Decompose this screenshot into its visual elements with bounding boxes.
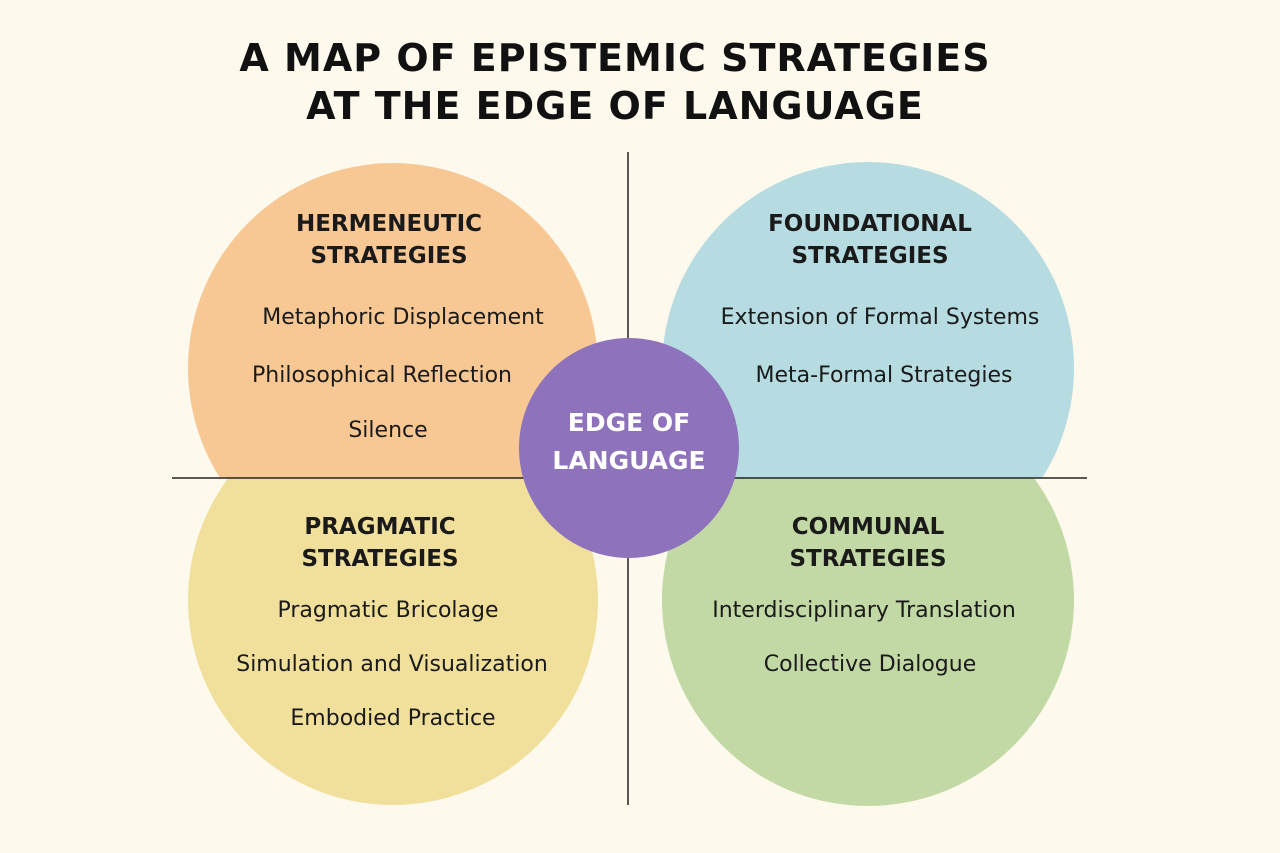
list-item: Philosophical Reflection: [252, 363, 512, 388]
list-item: Meta-Formal Strategies: [755, 363, 1013, 388]
title-line-2: AT THE EDGE OF LANGUAGE: [306, 84, 924, 128]
foundational-circle: [662, 162, 1074, 478]
pragmatic-circle: [188, 478, 598, 805]
title-line-1: A MAP OF EPISTEMIC STRATEGIES: [239, 36, 991, 80]
edge-of-language-circle: [519, 338, 739, 558]
list-item: Simulation and Visualization: [236, 652, 548, 677]
diagram-title: A MAP OF EPISTEMIC STRATEGIES AT THE EDG…: [0, 34, 1230, 130]
list-item: Interdisciplinary Translation: [712, 598, 1016, 623]
list-item: Silence: [348, 418, 428, 443]
hermeneutic-circle: [188, 163, 598, 478]
list-item: Embodied Practice: [290, 706, 496, 731]
list-item: Collective Dialogue: [763, 652, 977, 677]
communal-circle: [662, 478, 1074, 806]
list-item: Pragmatic Bricolage: [277, 598, 499, 623]
list-item: Metaphoric Displacement: [262, 305, 544, 330]
list-item: Extension of Formal Systems: [720, 305, 1040, 330]
